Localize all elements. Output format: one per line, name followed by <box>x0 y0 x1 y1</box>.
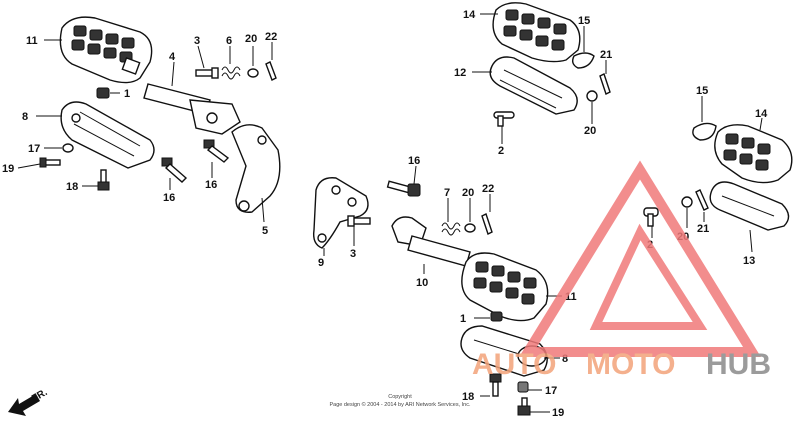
part-collar-17-center <box>517 381 529 393</box>
part-bracket-5 <box>231 124 281 213</box>
part-washer-20-center <box>464 223 476 233</box>
part-nut-1-center <box>490 311 503 322</box>
callout-1-left: 1 <box>124 88 130 100</box>
part-cap-15-top <box>571 52 595 69</box>
part-bolt-19-center <box>517 397 531 416</box>
callout-19-center: 19 <box>552 407 564 419</box>
part-footpeg-bar <box>143 83 241 135</box>
callout-2-top: 2 <box>498 145 504 157</box>
leader-lines <box>17 13 763 413</box>
part-bolt-16-center <box>386 180 421 197</box>
part-footpeg-rubber-left <box>59 16 153 84</box>
callout-11-center: 11 <box>565 291 577 303</box>
part-bolt-3-center <box>347 215 371 227</box>
part-cap-15-right <box>692 122 717 141</box>
callout-21-top: 21 <box>600 49 612 61</box>
part-bolt-18-left <box>97 169 110 191</box>
callout-1-center: 1 <box>460 313 466 325</box>
part-pin-22-left <box>265 61 277 81</box>
callout-20-left: 20 <box>245 33 257 45</box>
part-bolt-19-left <box>39 157 61 168</box>
callout-15-top: 15 <box>578 15 590 27</box>
watermark-logo: AUTO MOTO HUB <box>472 160 771 381</box>
callout-13: 13 <box>743 255 755 267</box>
part-step-holder-left <box>60 101 155 169</box>
callout-16-center: 16 <box>408 155 420 167</box>
callout-15-right: 15 <box>696 85 708 97</box>
copyright-line2: Page design © 2004 - 2014 by ARI Network… <box>329 401 470 408</box>
part-pin-2-right <box>643 207 659 227</box>
part-pin-21-right <box>695 189 709 211</box>
part-washer-20-top <box>586 90 598 102</box>
callout-8-center: 8 <box>562 353 568 365</box>
part-pin-2-top <box>493 111 515 127</box>
callout-22-left: 22 <box>265 31 277 43</box>
front-direction-arrow: FR. <box>8 387 50 416</box>
part-washer-20-left <box>247 68 259 78</box>
callout-22-center: 22 <box>482 183 494 195</box>
part-pin-22-center <box>481 213 493 235</box>
callout-18-left: 18 <box>66 181 78 193</box>
callout-14-right: 14 <box>755 108 768 120</box>
callout-9: 9 <box>318 257 324 269</box>
callout-8-left: 8 <box>22 111 28 123</box>
watermark-text-auto: AUTO <box>472 348 556 381</box>
watermark-text-moto: MOTO <box>586 348 675 381</box>
callout-14-top: 14 <box>463 9 476 21</box>
callout-4: 4 <box>169 51 176 63</box>
part-bolt-16-left-b <box>203 139 230 163</box>
callout-17-left: 17 <box>28 143 40 155</box>
callout-10: 10 <box>416 277 428 289</box>
callout-7: 7 <box>444 187 450 199</box>
part-spring-6 <box>221 66 241 80</box>
callout-21-right: 21 <box>697 223 709 235</box>
watermark-text-hub: HUB <box>706 348 771 381</box>
part-footpeg-rubber-center <box>461 252 549 322</box>
callout-20-top: 20 <box>584 125 596 137</box>
callout-17-center: 17 <box>545 385 557 397</box>
part-bolt-3-left <box>195 67 219 79</box>
part-bolt-16-left-a <box>161 157 188 183</box>
callout-19-left: 19 <box>2 163 14 175</box>
part-washer-20-right <box>681 196 693 208</box>
callout-11-left: 11 <box>26 35 38 47</box>
part-step-holder-right <box>709 181 790 231</box>
callout-6: 6 <box>226 35 232 47</box>
part-nut-1-left <box>96 87 110 99</box>
part-collar-17-left <box>62 143 74 153</box>
callout-18-center: 18 <box>462 391 474 403</box>
callout-3-center: 3 <box>350 248 356 260</box>
part-footpeg-rubber-right <box>714 124 793 184</box>
part-bolt-18-center <box>489 373 502 397</box>
callout-12: 12 <box>454 67 466 79</box>
part-pin-21-top <box>599 73 611 95</box>
part-step-holder-top-right <box>489 56 578 115</box>
callout-16-left-b: 16 <box>205 179 217 191</box>
direction-label: FR. <box>30 387 50 405</box>
callout-5: 5 <box>262 225 268 237</box>
callout-16-left-a: 16 <box>163 192 175 204</box>
callout-labels: 11 4 3 6 20 22 1 8 17 19 18 16 16 5 14 1… <box>2 9 768 419</box>
copyright-line1: Copyright <box>388 394 412 400</box>
part-footpeg-rubber-top-right <box>492 2 581 63</box>
part-footpeg-bar-center <box>391 216 471 267</box>
part-bracket-9 <box>312 177 369 249</box>
callout-20-center: 20 <box>462 187 474 199</box>
part-spring-7 <box>441 222 461 236</box>
callout-3-left: 3 <box>194 35 200 47</box>
